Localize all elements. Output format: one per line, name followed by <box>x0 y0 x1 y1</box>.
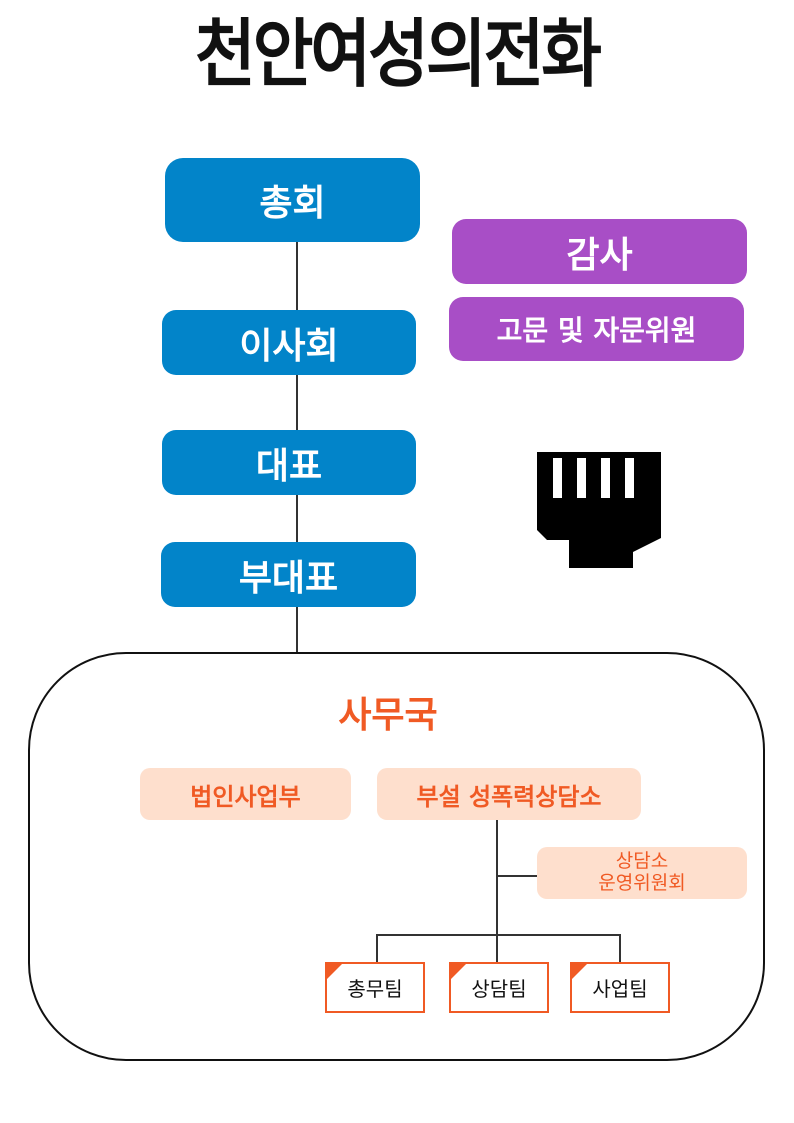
audit-label: 감사 <box>566 234 633 276</box>
team-label: 총무팀 <box>347 977 403 1001</box>
team-label: 사업팀 <box>592 977 648 1001</box>
team-projects: 사업팀 <box>570 962 670 1013</box>
teams-connector <box>376 934 620 936</box>
organization-logo: 천안여성의전화 <box>194 11 602 98</box>
committee-connector <box>496 875 538 877</box>
center-committee-label-line2: 운영위원회 <box>598 872 686 894</box>
fist-icon <box>537 452 661 568</box>
vice-representative-box: 부대표 <box>161 542 416 607</box>
board-box: 이사회 <box>162 310 416 375</box>
corporate-business-box: 법인사업부 <box>140 768 351 820</box>
corporate-business-label: 법인사업부 <box>190 782 301 811</box>
center-committee-label-line1: 상담소 <box>615 850 669 873</box>
counseling-center-connector <box>496 820 498 963</box>
team-drop-1 <box>376 934 378 963</box>
general-assembly-box: 총회 <box>165 158 420 242</box>
team-corner-accent <box>572 964 587 979</box>
team-counseling: 상담팀 <box>449 962 549 1013</box>
secretariat-title: 사무국 <box>338 695 438 736</box>
audit-box: 감사 <box>452 219 747 284</box>
general-assembly-label: 총회 <box>259 183 326 224</box>
counseling-center-label: 부설 성폭력상담소 <box>416 782 602 811</box>
representative-box: 대표 <box>162 430 416 495</box>
center-committee-box: 상담소 운영위원회 <box>537 847 747 899</box>
team-general-affairs: 총무팀 <box>325 962 425 1013</box>
team-label: 상담팀 <box>471 977 527 1001</box>
counseling-center-box: 부설 성폭력상담소 <box>377 768 641 820</box>
team-corner-accent <box>327 964 342 979</box>
team-drop-3 <box>619 934 621 963</box>
advisors-label: 고문 및 자문위원 <box>496 314 697 347</box>
team-corner-accent <box>451 964 466 979</box>
board-label: 이사회 <box>239 325 339 367</box>
advisors-box: 고문 및 자문위원 <box>449 297 744 361</box>
representative-label: 대표 <box>255 445 323 487</box>
vice-representative-label: 부대표 <box>238 557 339 599</box>
